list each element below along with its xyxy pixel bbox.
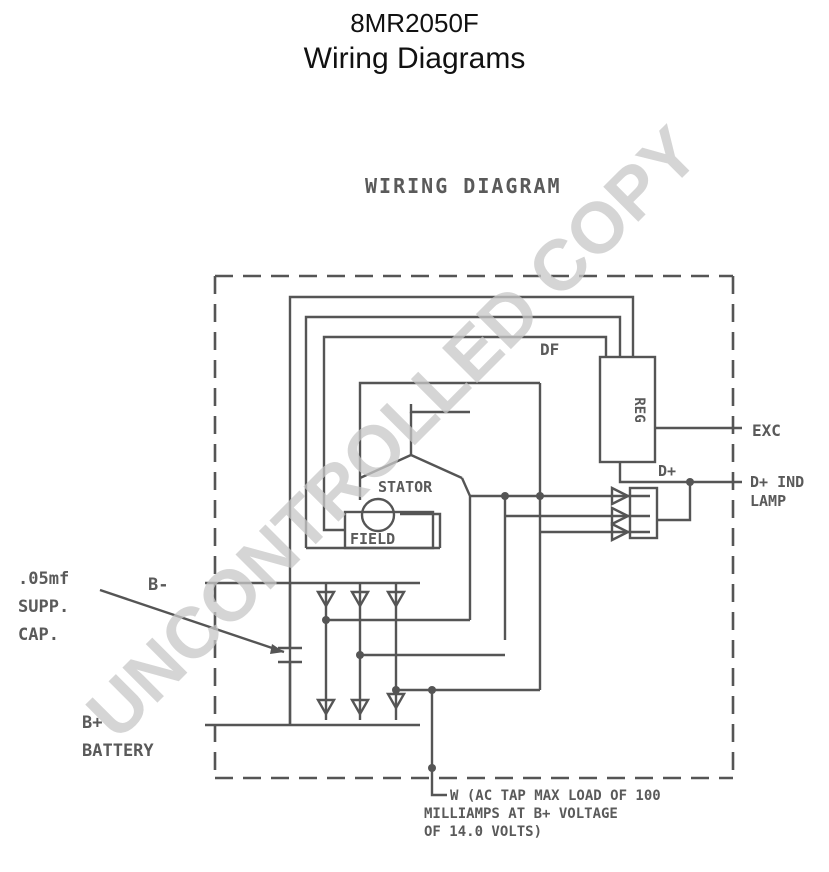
uncontrolled-copy-watermark: UNCONTROLLED COPY — [72, 112, 714, 754]
field-label: FIELD — [350, 530, 395, 548]
w-tap — [428, 686, 447, 797]
cap-label-3: CAP. — [18, 625, 59, 645]
regulator-wires — [288, 295, 635, 725]
stator-label: STATOR — [378, 478, 433, 496]
housing-outline — [213, 274, 735, 780]
diagram-heading: WIRING DIAGRAM — [365, 174, 562, 198]
page-title: Wiring Diagrams — [303, 42, 526, 75]
df-label: DF — [540, 340, 559, 359]
d-plus-wire — [618, 462, 742, 484]
d-plus-ind-label: D+ IND — [750, 473, 804, 491]
b-plus-label: B+ — [82, 713, 102, 733]
diode-trio — [470, 486, 659, 640]
cap-label-1: .05mf — [18, 569, 69, 589]
rotor-circle — [360, 497, 396, 533]
regulator-label: REG — [631, 397, 647, 422]
field-box — [343, 510, 435, 550]
d-plus-label: D+ — [658, 462, 676, 480]
exc-label: EXC — [752, 421, 781, 440]
title-block: 8MR2050F Wiring Diagrams — [0, 0, 829, 76]
w-note-2: MILLIAMPS AT B+ VOLTAGE — [424, 806, 618, 822]
b-minus-label: B- — [148, 575, 168, 595]
model-number: 8MR2050F — [350, 8, 479, 38]
battery-label: BATTERY — [82, 741, 154, 761]
rectifier-bridge — [315, 583, 540, 720]
lamp-label: LAMP — [750, 492, 786, 510]
w-note-3: OF 14.0 VOLTS) — [424, 824, 542, 840]
regulator-box — [598, 355, 657, 464]
suppression-capacitor — [99, 583, 302, 725]
cap-label-2: SUPP. — [18, 597, 69, 617]
w-note-1: W (AC TAP MAX LOAD OF 100 — [450, 788, 661, 804]
